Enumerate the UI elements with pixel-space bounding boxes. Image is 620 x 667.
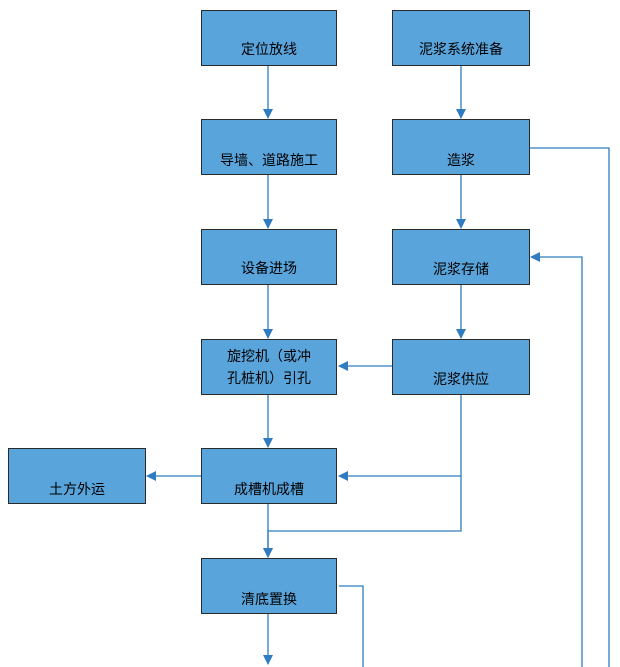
node-position-setout: 定位放线 (201, 10, 337, 66)
node-label: 造浆 (447, 153, 475, 169)
node-slurry-store: 泥浆存储 (392, 229, 530, 285)
node-equipment: 设备进场 (201, 229, 337, 285)
arrow-slurrysupply-to-bottomclean (263, 476, 462, 558)
node-slurry-prep: 泥浆系统准备 (392, 10, 530, 66)
node-bottom-clean: 清底置换 (201, 558, 337, 614)
arrow-slurrysupply-to-trenching (338, 395, 462, 481)
node-slurry-supply: 泥浆供应 (392, 339, 530, 395)
node-earth-haul: 土方外运 (8, 448, 146, 504)
node-label: 清底置换 (241, 592, 297, 608)
node-guide-wall: 导墙、道路施工 (201, 119, 337, 175)
node-label-line2: 孔桩机）引孔 (227, 371, 311, 387)
line-slurrymake-outer-loop (530, 147, 610, 667)
node-pilot-hole: 旋挖机（或冲 孔桩机）引孔 (201, 339, 337, 395)
arrow-return-to-slurrystore (530, 252, 583, 667)
node-label: 导墙、道路施工 (220, 153, 318, 169)
node-label: 土方外运 (49, 482, 105, 498)
line-bottomclean-outflow (339, 585, 364, 667)
node-slurry-make: 造浆 (392, 119, 530, 175)
node-label: 设备进场 (241, 261, 297, 277)
node-label-line1: 旋挖机（或冲 (227, 349, 311, 365)
node-label: 定位放线 (241, 42, 297, 58)
node-label: 泥浆供应 (433, 372, 489, 388)
node-label: 成槽机成槽 (234, 482, 304, 498)
node-label: 泥浆系统准备 (419, 42, 503, 58)
node-trenching: 成槽机成槽 (201, 448, 337, 504)
node-label: 泥浆存储 (433, 262, 489, 278)
